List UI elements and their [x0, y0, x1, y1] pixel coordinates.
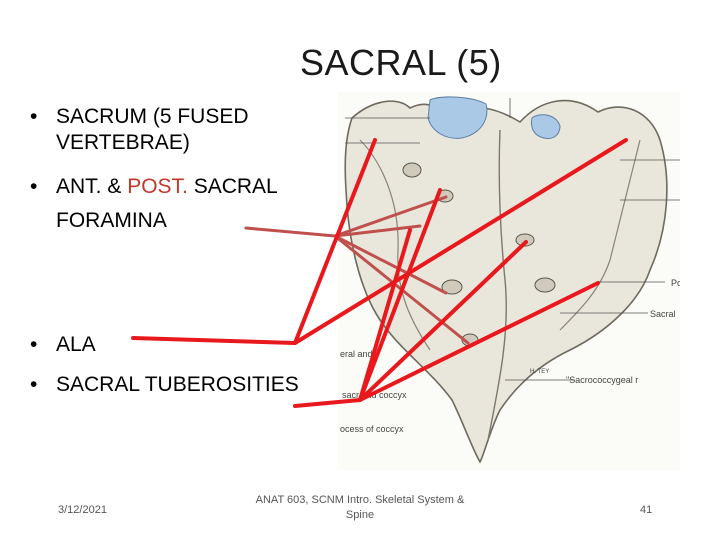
bullet-text-line1: ANT. & POST. SACRAL [56, 174, 278, 200]
bullet-text-line2: VERTEBRAE) [56, 131, 190, 154]
bullet-text-line1: ALA [56, 333, 96, 356]
footer-course-line2: Spine [345, 509, 375, 521]
bullet-text-line2: FORAMINA [56, 209, 167, 232]
footer-date: 3/12/2021 [58, 504, 107, 516]
bullet-glyph: • [30, 373, 38, 396]
bullet-text-pre: ANT. & [56, 175, 128, 198]
tuberosity-pointer-4 [358, 240, 528, 402]
figure-label-sacrococcygeal: "Sacrococcygeal r [566, 375, 638, 385]
bullet-text-post: SACRAL [187, 175, 278, 198]
bullet-glyph: • [30, 175, 38, 198]
ala-pointer-right [293, 138, 628, 345]
slide-title: SACRAL (5) [300, 42, 502, 83]
figure-label-tag: H. TEY [530, 369, 549, 375]
figure-label-po: Po [671, 278, 680, 288]
ala-pointer-left [131, 138, 377, 345]
tuberosity-pointer-2 [358, 228, 412, 402]
figure-label-eral-and: eral and [340, 349, 373, 359]
bullet-glyph: • [30, 333, 38, 356]
tuberosity-pointer-3 [358, 281, 600, 402]
bullet-text-highlight: POST. [127, 175, 188, 198]
foramina-pointer-3 [333, 234, 448, 295]
footer-course: ANAT 603, SCNM Intro. Skeletal System & … [250, 493, 470, 523]
foramina-pointer-2 [333, 224, 422, 238]
figure-label-sacral: Sacral [650, 309, 676, 319]
bullet-text-line1: SACRUM (5 FUSED [56, 105, 249, 128]
bullet-glyph: • [30, 105, 38, 128]
bullet-text-line1: SACRAL TUBEROSITIES [56, 373, 299, 396]
figure-label-process-coccyx: ocess of coccyx [340, 424, 404, 434]
slide-number: 41 [640, 504, 653, 516]
foramina-pointer-main [244, 226, 337, 238]
footer-course-line1: ANAT 603, SCNM Intro. Skeletal System & [255, 494, 465, 506]
foramina-pointer-1 [333, 195, 448, 238]
